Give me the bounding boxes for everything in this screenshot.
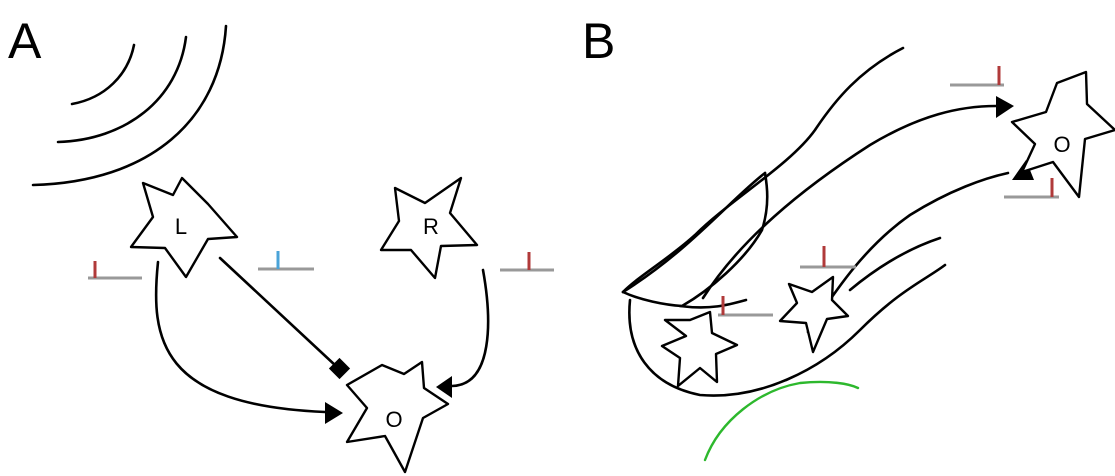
- right-to-output-connection: [450, 268, 490, 388]
- neuron-left: L: [129, 176, 239, 279]
- neuron-output-a: O: [345, 360, 450, 474]
- upper-projection: [701, 104, 998, 300]
- green-contour-line: [703, 380, 860, 462]
- neuron-small-left: [660, 310, 739, 388]
- neuron-output-a-label: O: [385, 407, 402, 432]
- excitatory-synapse-left: [325, 402, 343, 424]
- spike-trace-right: [500, 252, 554, 272]
- spike-trace-output-top: [950, 66, 1004, 87]
- spike-trace-left: [88, 261, 142, 280]
- spike-trace-output-bottom: [1004, 178, 1059, 199]
- excitatory-synapse-upper: [996, 96, 1014, 118]
- spike-trace-center: [800, 246, 856, 269]
- sound-wave-icon: [31, 24, 228, 187]
- spike-trace-inhibitory: [258, 251, 314, 271]
- spike-trace-lower-left: [718, 296, 773, 317]
- neuron-small-right: [778, 275, 850, 354]
- panel-b-label: B: [582, 13, 615, 69]
- left-to-output-connection: [154, 260, 327, 414]
- neuron-left-label: L: [175, 214, 187, 239]
- inhibitory-connection: [218, 256, 338, 368]
- excitatory-synapse-right: [436, 376, 452, 398]
- neuron-output-b-label: O: [1053, 132, 1070, 157]
- neuron-right: R: [379, 176, 479, 280]
- neuron-output-b: O: [1010, 70, 1115, 199]
- neuron-right-label: R: [423, 214, 439, 239]
- panel-a-label: A: [8, 13, 42, 69]
